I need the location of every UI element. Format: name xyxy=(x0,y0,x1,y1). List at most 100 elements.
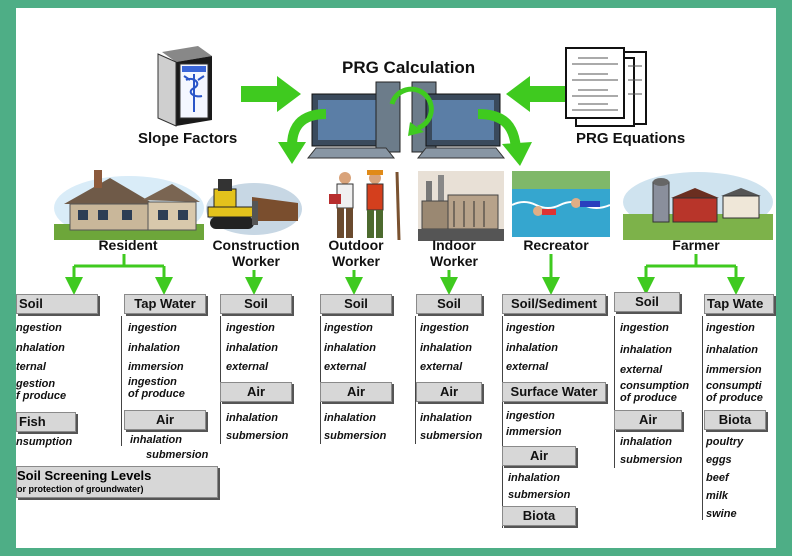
indoor-soil-header: Soil xyxy=(416,294,482,314)
resident-soil-item: ternal xyxy=(16,361,46,373)
recreator-soil-item: ingestion xyxy=(506,322,555,334)
indoor-air-item: inhalation xyxy=(420,412,472,424)
arrow-right-icon xyxy=(241,76,301,112)
recreator-air-header: Air xyxy=(502,446,576,466)
resident-air-header: Air xyxy=(124,410,206,430)
recreator-soil-item: inhalation xyxy=(506,342,558,354)
divider-construction xyxy=(220,316,221,444)
indoor-soil-item: ingestion xyxy=(420,322,469,334)
farmer-soil-item: ingestion xyxy=(620,322,669,334)
outdoor-soil-item: inhalation xyxy=(324,342,376,354)
resident-soil-produce: gestion xyxy=(16,378,56,390)
receptor-recreator: Recreator xyxy=(523,237,589,253)
farmer-tap-item: immersion xyxy=(706,364,762,376)
soil-screening-levels-box: Soil Screening Levels or protection of g… xyxy=(16,466,218,498)
recreator-air-item: inhalation xyxy=(508,472,560,484)
resident-tap-produce: ingestion xyxy=(128,376,177,388)
factory-icon xyxy=(418,171,504,241)
farmer-air-item: submersion xyxy=(620,454,683,466)
construction-air-item: inhalation xyxy=(226,412,278,424)
construction-soil-item: ingestion xyxy=(226,322,275,334)
farmer-air-header: Air xyxy=(614,410,682,430)
resident-air-item: inhalation xyxy=(130,434,182,446)
prg-calculation-title: PRG Calculation xyxy=(342,58,476,77)
computers-icon xyxy=(306,81,506,159)
outdoor-air-item: inhalation xyxy=(324,412,376,424)
resident-tap-item: inhalation xyxy=(128,342,180,354)
curved-arrow-left-icon xyxy=(278,109,327,164)
receptor-construction-line1: Construction xyxy=(212,237,300,253)
recreator-soil-item: external xyxy=(506,361,549,373)
divider-recreator xyxy=(502,316,503,528)
house-icon xyxy=(54,170,204,240)
slope-factors-book-icon xyxy=(157,46,212,127)
outdoor-soil-item: external xyxy=(324,361,367,373)
construction-soil-item: inhalation xyxy=(226,342,278,354)
outdoor-workers-icon xyxy=(329,170,401,241)
receptor-indoor-line2: Worker xyxy=(430,253,478,269)
recreator-air-item: submersion xyxy=(508,489,571,501)
resident-fish-item: nsumption xyxy=(16,436,73,448)
construction-soil-item: external xyxy=(226,361,269,373)
farmer-soil-produce: consumption xyxy=(620,380,690,392)
farmer-biota-item: swine xyxy=(706,508,737,520)
farmer-air-item: inhalation xyxy=(620,436,672,448)
farmer-tap-produce: consumpti xyxy=(706,380,762,392)
curved-arrow-right-icon xyxy=(477,109,532,166)
divider-indoor xyxy=(415,316,416,444)
receptor-farmer: Farmer xyxy=(672,237,720,253)
indoor-air-header: Air xyxy=(416,382,482,402)
farm-icon xyxy=(623,172,773,240)
resident-tapwater-header: Tap Water xyxy=(124,294,206,314)
resident-tap-item: ingestion xyxy=(128,322,177,334)
farmer-soil-item: inhalation xyxy=(620,344,672,356)
construction-air-item: submersion xyxy=(226,430,289,442)
farmer-biota-item: eggs xyxy=(706,454,732,466)
resident-soil-item: ngestion xyxy=(16,322,62,334)
farmer-biota-item: beef xyxy=(706,472,729,484)
divider-farmer-tap xyxy=(702,316,703,520)
outdoor-air-item: submersion xyxy=(324,430,387,442)
farmer-biota-item: milk xyxy=(706,490,729,502)
slide: Slope Factors PRG Calculation xyxy=(16,8,776,548)
slope-factors-label: Slope Factors xyxy=(138,130,238,147)
recreator-soil-sediment-header: Soil/Sediment xyxy=(502,294,606,314)
green-arrows xyxy=(65,254,745,295)
farmer-tap-item: inhalation xyxy=(706,344,758,356)
divider-resident-soil xyxy=(121,316,122,446)
resident-fish-header: Fish xyxy=(16,412,76,432)
resident-tap-item: immersion xyxy=(128,361,184,373)
recreator-water-item: immersion xyxy=(506,426,562,438)
receptor-construction-line2: Worker xyxy=(232,253,280,269)
outdoor-air-header: Air xyxy=(320,382,392,402)
outdoor-soil-header: Soil xyxy=(320,294,392,314)
resident-soil-produce: f produce xyxy=(16,390,67,402)
prg-equations-icon xyxy=(565,47,647,127)
recreator-biota-header: Biota xyxy=(502,506,576,526)
farmer-biota-header: Biota xyxy=(704,410,766,430)
construction-soil-header: Soil xyxy=(220,294,292,314)
farmer-tap-item: ingestion xyxy=(706,322,755,334)
ssl-title: Soil Screening Levels xyxy=(17,468,152,483)
receptor-indoor-line1: Indoor xyxy=(432,237,476,253)
prg-equations-label: PRG Equations xyxy=(576,130,686,147)
recreator-surface-water-header: Surface Water xyxy=(502,382,606,402)
divider-farmer-soil xyxy=(614,316,615,468)
divider-outdoor xyxy=(320,316,321,444)
farmer-soil-header: Soil xyxy=(614,292,680,312)
receptor-outdoor-line2: Worker xyxy=(332,253,380,269)
indoor-soil-item: external xyxy=(420,361,463,373)
recreator-water-item: ingestion xyxy=(506,410,555,422)
resident-air-item: submersion xyxy=(146,449,209,461)
construction-air-header: Air xyxy=(220,382,292,402)
arrow-left-icon xyxy=(506,76,566,112)
outdoor-soil-item: ingestion xyxy=(324,322,373,334)
receptor-resident: Resident xyxy=(98,237,158,253)
ssl-subtitle: or protection of groundwater) xyxy=(17,484,144,494)
resident-soil-header: Soil xyxy=(16,294,98,314)
farmer-soil-item: external xyxy=(620,364,663,376)
resident-tap-produce: of produce xyxy=(128,388,185,400)
farmer-tapwater-header: Tap Wate xyxy=(704,294,774,314)
indoor-air-item: submersion xyxy=(420,430,483,442)
farmer-tap-produce: of produce xyxy=(706,392,763,404)
